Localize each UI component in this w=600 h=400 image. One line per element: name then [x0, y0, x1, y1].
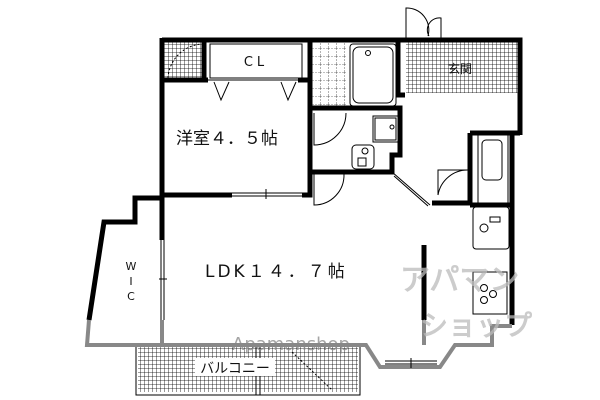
western-room-label: 洋室４．５帖 [176, 129, 278, 149]
kitchen-sink-icon [472, 206, 510, 250]
stove-icon [472, 271, 508, 315]
closet-label: CL [244, 55, 268, 70]
bath-floor [311, 43, 347, 108]
bathtub-icon [349, 43, 397, 107]
refrigerator-icon [477, 134, 509, 204]
logo-watermark: アパマン [400, 263, 519, 298]
balcony-label: バルコニー [200, 361, 270, 377]
entrance-floor [406, 41, 518, 93]
entrance-label: 玄関 [448, 61, 472, 76]
washbasin-icon [372, 115, 399, 143]
toilet-icon [351, 144, 375, 170]
wic-label: W [126, 260, 137, 273]
logo-watermark: ショップ [420, 309, 533, 342]
ldk-label: LDK１４．７帖 [205, 262, 348, 282]
closet [209, 43, 303, 79]
corner-tile-area [164, 41, 204, 80]
watermark: Apamanshop [232, 334, 350, 355]
wic-label: C [127, 290, 135, 303]
door-icon [313, 112, 347, 146]
wic-label: I [129, 275, 132, 288]
